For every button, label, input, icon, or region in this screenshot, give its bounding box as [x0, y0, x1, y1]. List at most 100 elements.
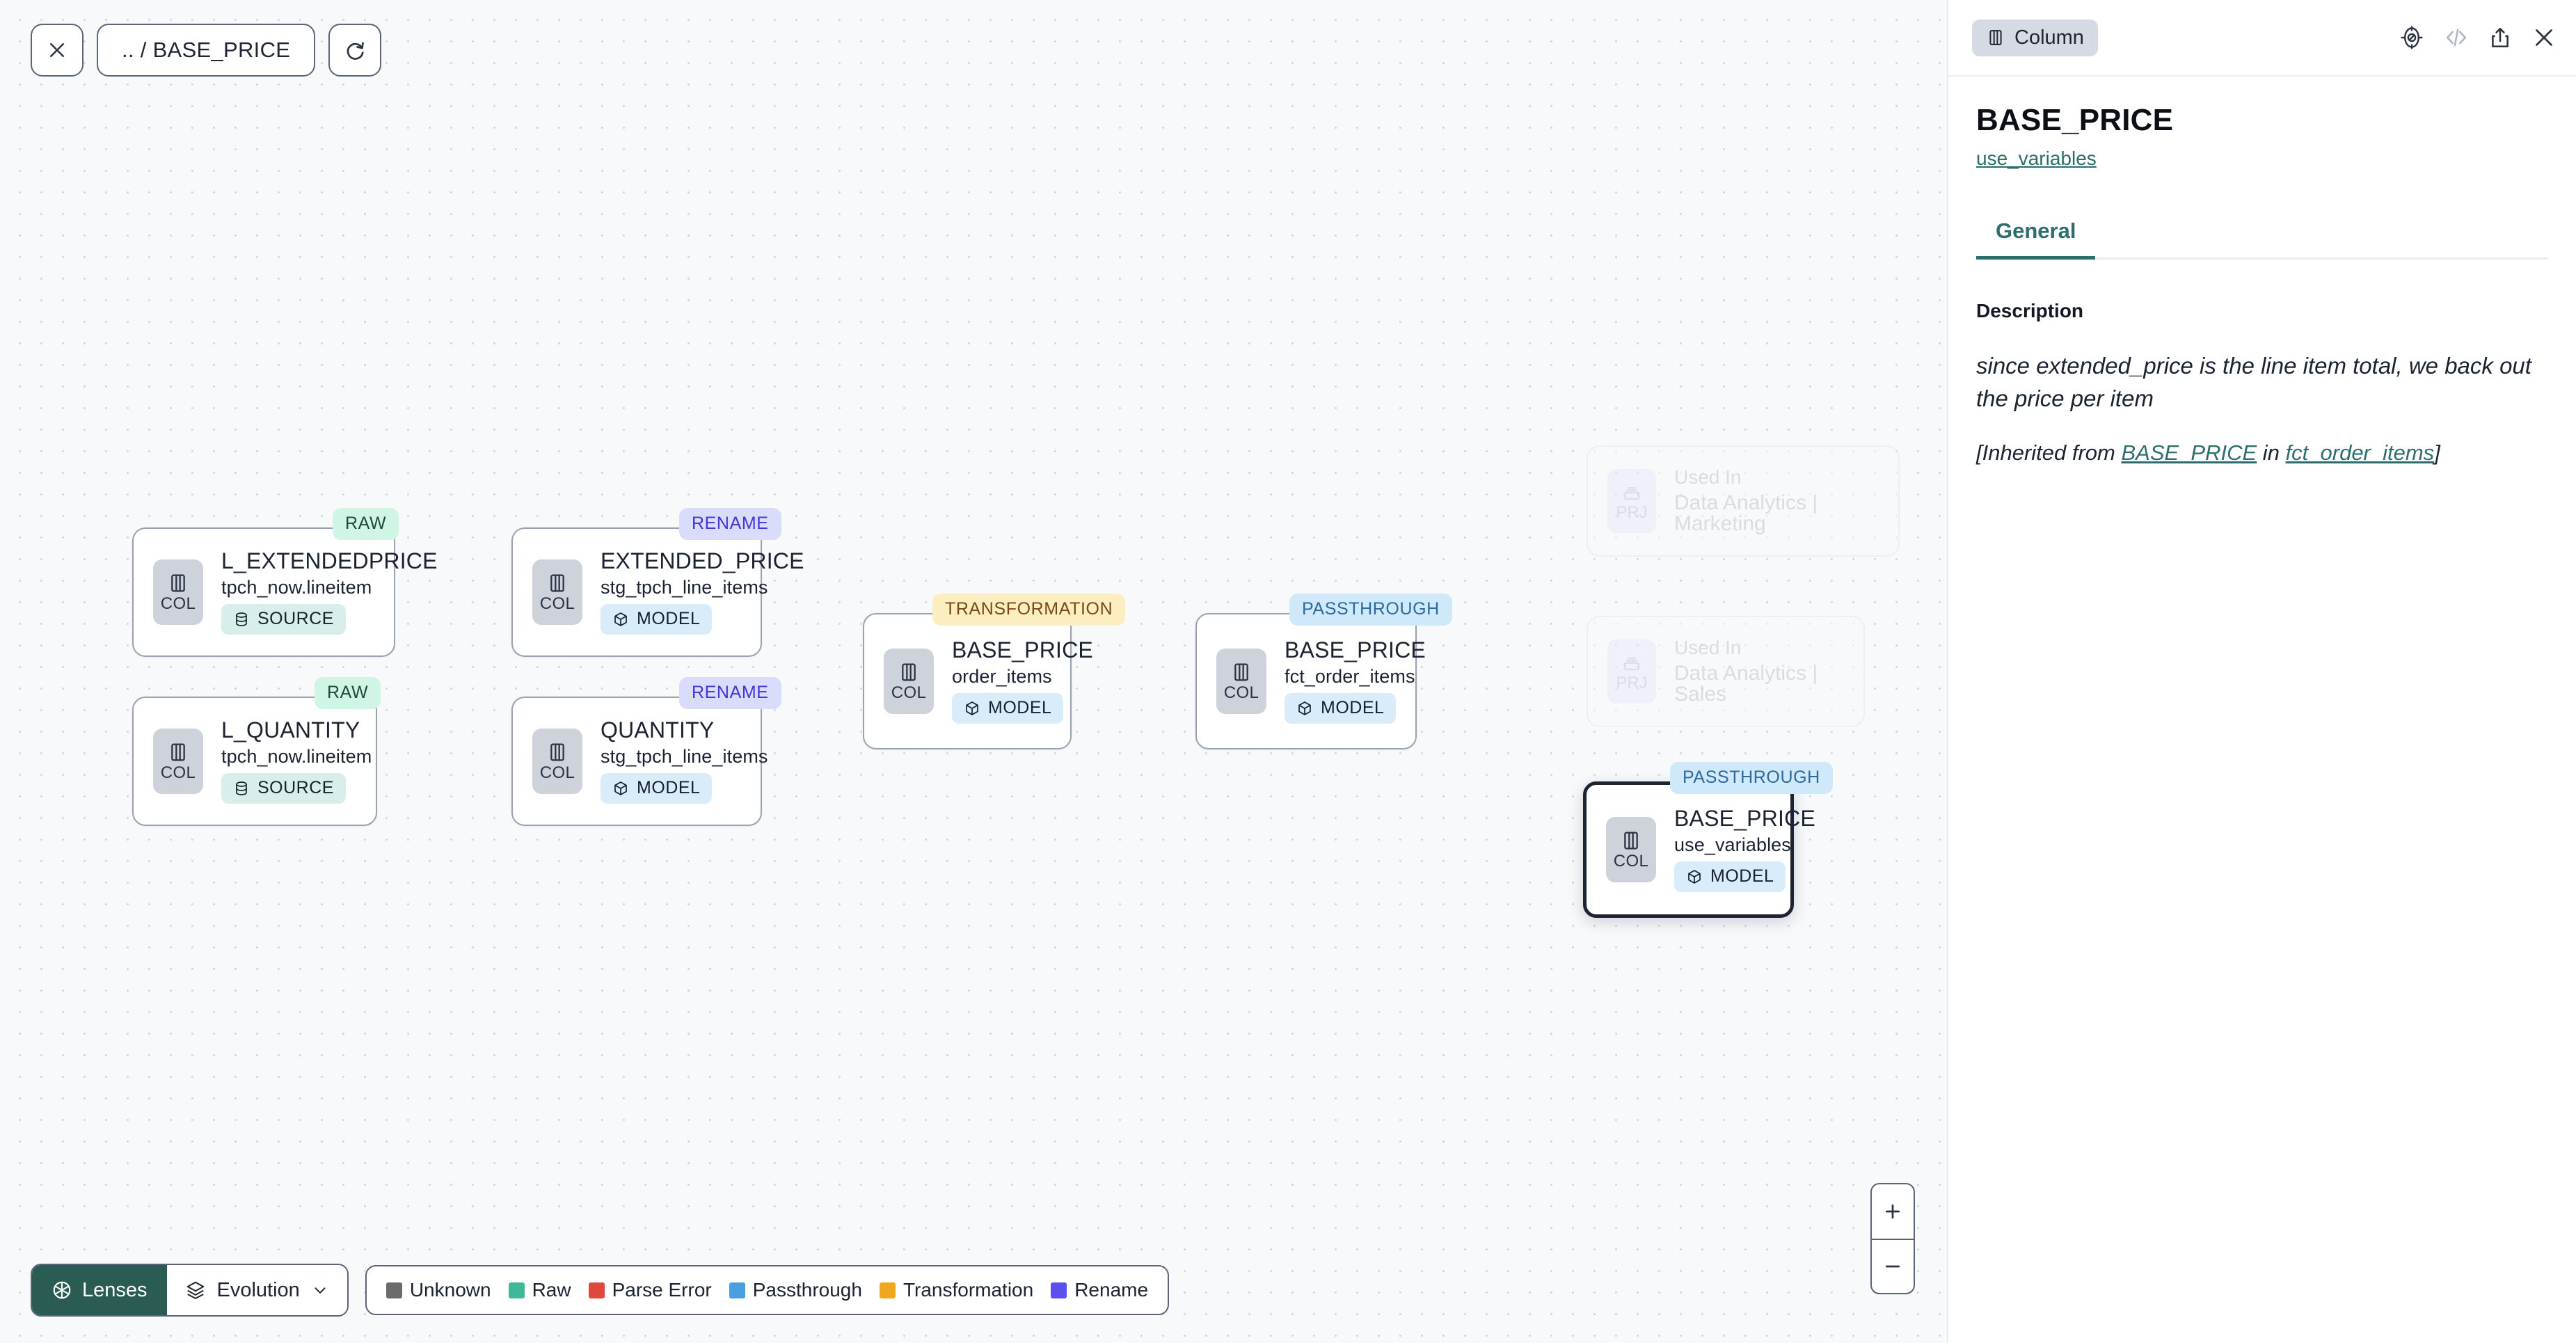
- lineage-node-base-price-order-items[interactable]: COL BASE_PRICE order_items MODEL: [863, 613, 1093, 749]
- database-icon: [236, 612, 247, 626]
- page-title: BASE_PRICE: [1976, 103, 2174, 137]
- node-badge-label: MODEL: [1710, 866, 1774, 887]
- ghost-project-name: Data Analytics | Sales: [1674, 662, 1818, 706]
- cube-icon: [966, 701, 978, 715]
- entity-type-chip[interactable]: Column: [1972, 19, 2098, 56]
- share-icon[interactable]: [2488, 26, 2512, 49]
- inherited-prefix: [Inherited from: [1976, 440, 2122, 465]
- chevron-down-icon: [315, 1287, 326, 1294]
- project-icon: PRJ: [1607, 639, 1656, 704]
- column-icon: COL: [884, 649, 934, 714]
- breadcrumb[interactable]: .. / BASE_PRICE: [97, 24, 316, 77]
- canvas-bottom-bar: Lenses Evolution Unknown Raw Parse Error…: [31, 1264, 1170, 1317]
- node-badge-label: SOURCE: [257, 778, 334, 798]
- ghost-icon-label: PRJ: [1616, 673, 1648, 692]
- layers-icon: [186, 1281, 204, 1299]
- column-icon: COL: [1606, 817, 1656, 882]
- node-tag-rename: RENAME: [679, 508, 781, 540]
- node-title: BASE_PRICE: [1674, 805, 1815, 831]
- column-icon: COL: [532, 729, 582, 794]
- parent-model-link[interactable]: use_variables: [1976, 148, 2097, 169]
- aperture-icon: [53, 1281, 71, 1299]
- details-panel-header: Column: [1948, 0, 2576, 77]
- node-tag-rename: RENAME: [679, 677, 781, 709]
- compass-icon[interactable]: [2399, 25, 2424, 50]
- inherited-note: [Inherited from BASE_PRICE in fct_order_…: [1976, 440, 2548, 466]
- zoom-in-button[interactable]: [1872, 1184, 1914, 1239]
- node-badge-model: MODEL: [952, 693, 1064, 724]
- legend-item[interactable]: Passthrough: [729, 1279, 862, 1301]
- description-label: Description: [1976, 300, 2084, 321]
- inherited-model-link[interactable]: fct_order_items: [2285, 440, 2435, 465]
- node-badge-source: SOURCE: [221, 604, 346, 635]
- inherited-column-link[interactable]: BASE_PRICE: [2121, 440, 2257, 465]
- canvas-toolbar: .. / BASE_PRICE: [31, 24, 382, 77]
- node-icon-label: COL: [891, 683, 927, 702]
- legend-swatch-transformation: [879, 1282, 896, 1298]
- column-icon: [1989, 30, 2002, 45]
- legend-swatch-raw: [508, 1282, 525, 1298]
- legend-label: Passthrough: [752, 1279, 862, 1301]
- close-graph-button[interactable]: [31, 24, 84, 77]
- node-badge-label: MODEL: [1321, 698, 1385, 718]
- lenses-label: Lenses: [82, 1278, 148, 1301]
- zoom-out-button[interactable]: [1872, 1239, 1914, 1293]
- cube-icon: [1298, 701, 1311, 715]
- lineage-node-extended-price[interactable]: COL EXTENDED_PRICE stg_tpch_line_items M…: [511, 527, 804, 657]
- node-subtitle: stg_tpch_line_items: [601, 746, 768, 768]
- legend-item[interactable]: Transformation: [879, 1279, 1033, 1301]
- node-badge-label: MODEL: [637, 778, 701, 798]
- node-icon-label: COL: [160, 763, 196, 782]
- legend-label: Rename: [1074, 1279, 1149, 1301]
- details-tabs: General: [1976, 218, 2548, 260]
- evolution-dropdown[interactable]: Evolution: [166, 1265, 347, 1315]
- node-title: L_EXTENDEDPRICE: [221, 548, 438, 573]
- lenses-control-group: Lenses Evolution: [31, 1264, 349, 1317]
- cube-icon: [1688, 870, 1701, 884]
- node-badge-model: MODEL: [1285, 693, 1397, 724]
- database-icon: [236, 781, 247, 795]
- legend-item[interactable]: Rename: [1051, 1279, 1148, 1301]
- lenses-button[interactable]: Lenses: [32, 1265, 167, 1315]
- node-badge-model: MODEL: [1674, 861, 1786, 893]
- entity-type-label: Column: [2014, 26, 2084, 49]
- used-in-ghost-node: PRJ Used In Data Analytics | Marketing: [1587, 445, 1900, 557]
- column-icon: COL: [1216, 649, 1266, 714]
- node-title: L_QUANTITY: [221, 717, 360, 742]
- node-subtitle: tpch_now.lineitem: [221, 746, 372, 768]
- ghost-project-name: Data Analytics | Marketing: [1674, 491, 1818, 535]
- legend-item[interactable]: Unknown: [385, 1279, 491, 1301]
- node-icon-label: COL: [1223, 683, 1259, 702]
- legend-item[interactable]: Raw: [508, 1279, 571, 1301]
- legend-label: Unknown: [409, 1279, 491, 1301]
- legend-swatch-passthrough: [729, 1282, 745, 1298]
- refresh-button[interactable]: [328, 24, 382, 77]
- tab-general[interactable]: General: [1976, 218, 2096, 260]
- used-in-ghost-node: PRJ Used In Data Analytics | Sales: [1587, 616, 1865, 727]
- details-panel-body: BASE_PRICE use_variables General Descrip…: [1948, 77, 2576, 466]
- lineage-node-base-price-use-variables-selected[interactable]: COL BASE_PRICE use_variables MODEL: [1583, 781, 1815, 918]
- legend-item[interactable]: Parse Error: [588, 1279, 712, 1301]
- lineage-node-l-quantity[interactable]: COL L_QUANTITY tpch_now.lineitem SOURCE: [132, 697, 377, 826]
- lineage-node-quantity[interactable]: COL QUANTITY stg_tpch_line_items MODEL: [511, 697, 768, 826]
- node-icon-label: COL: [160, 594, 196, 613]
- node-badge-label: SOURCE: [257, 609, 334, 629]
- inherited-suffix: ]: [2434, 440, 2440, 465]
- node-tag-passthrough: PASSTHROUGH: [1670, 762, 1833, 794]
- node-title: QUANTITY: [601, 717, 715, 742]
- node-tag-passthrough: PASSTHROUGH: [1289, 594, 1452, 626]
- code-icon[interactable]: [2444, 25, 2469, 50]
- node-subtitle: order_items: [952, 666, 1052, 688]
- cube-icon: [614, 781, 627, 795]
- lineage-canvas[interactable]: .. / BASE_PRICE: [0, 0, 1947, 1343]
- node-subtitle: use_variables: [1674, 834, 1791, 856]
- node-icon-label: COL: [539, 763, 575, 782]
- close-icon[interactable]: [2531, 25, 2557, 50]
- node-subtitle: stg_tpch_line_items: [601, 577, 768, 598]
- ghost-icon-label: PRJ: [1616, 502, 1648, 522]
- plus-icon: [1885, 1204, 1900, 1219]
- node-tag-raw: RAW: [315, 677, 381, 709]
- lineage-node-l-extendedprice[interactable]: COL L_EXTENDEDPRICE tpch_now.lineitem SO…: [132, 527, 437, 657]
- lineage-node-base-price-fct-order-items[interactable]: COL BASE_PRICE fct_order_items MODEL: [1195, 613, 1426, 749]
- lineage-legend: Unknown Raw Parse Error Passthrough Tran…: [365, 1265, 1170, 1315]
